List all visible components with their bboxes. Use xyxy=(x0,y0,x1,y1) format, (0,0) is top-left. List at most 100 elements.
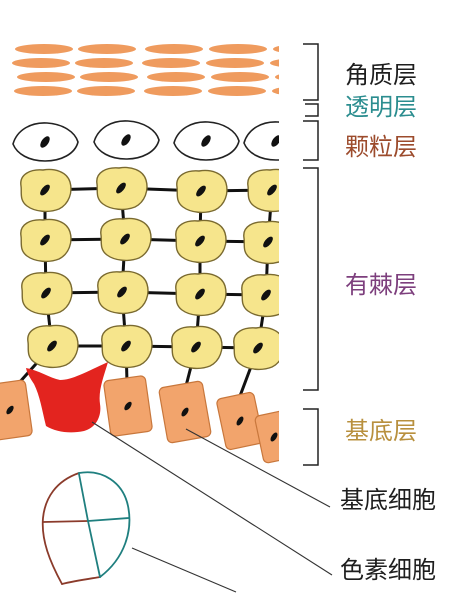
corneum-cell xyxy=(77,86,135,96)
corneum-cell xyxy=(75,58,133,68)
nucleus xyxy=(181,407,189,417)
callout-basal-cell: 基底细胞 xyxy=(340,486,436,514)
spinous-cell xyxy=(100,217,152,262)
corneum-cell xyxy=(206,58,264,68)
nucleus xyxy=(6,405,14,415)
basal-cell xyxy=(103,375,153,437)
corneum-cell xyxy=(273,45,279,53)
corneum-cell xyxy=(209,44,267,54)
nucleus xyxy=(261,289,271,301)
nucleus xyxy=(120,233,130,245)
granular-cell xyxy=(243,121,279,161)
head-outline-right xyxy=(78,471,131,578)
corneum-cell xyxy=(208,86,266,96)
pointer-basal-cell xyxy=(185,428,331,508)
basal-cell xyxy=(158,380,212,444)
pointer-pigment-cell xyxy=(91,421,333,576)
nucleus xyxy=(191,341,201,353)
nucleus xyxy=(271,135,279,147)
stratum-corneum-cells xyxy=(12,44,279,96)
spinous-cell xyxy=(175,272,227,317)
nucleus xyxy=(116,182,126,194)
corneum-cell xyxy=(147,72,205,82)
cell-illustration xyxy=(0,44,279,464)
corneum-cell xyxy=(14,86,72,96)
nucleus xyxy=(201,135,211,147)
basal-cell xyxy=(254,410,279,464)
label-stratum-granulosum: 颗粒层 xyxy=(345,133,417,161)
spinous-cell-body xyxy=(241,273,279,318)
corneum-cell xyxy=(211,72,269,82)
granular-cell xyxy=(173,121,240,161)
bracket-spinosum xyxy=(303,167,319,391)
spinous-cell xyxy=(171,325,223,370)
label-stratum-spinosum: 有棘层 xyxy=(345,271,417,299)
head-figure xyxy=(41,471,131,585)
corneum-cell xyxy=(275,74,279,80)
bracket-granulosum xyxy=(303,120,319,161)
spinous-cell xyxy=(20,218,72,263)
corneum-cell xyxy=(15,44,73,54)
head-divider-right xyxy=(87,517,130,522)
nucleus xyxy=(195,235,205,247)
layer-brackets xyxy=(303,43,319,466)
pointer-lines xyxy=(91,421,333,593)
head-outline-left xyxy=(41,472,80,585)
nucleus xyxy=(196,185,206,197)
spinous-cell xyxy=(27,324,79,369)
granular-cell-body xyxy=(243,121,279,161)
nucleus xyxy=(117,286,127,298)
granular-cell xyxy=(93,120,160,160)
nucleus xyxy=(195,288,205,300)
corneum-cell xyxy=(270,59,279,67)
spinous-cell xyxy=(243,220,279,265)
stratum-spinosum-cells xyxy=(16,166,279,397)
corneum-cell xyxy=(142,58,200,68)
head-divider-left xyxy=(42,520,89,523)
head-divider-vertical xyxy=(78,473,101,578)
spinous-cell xyxy=(21,271,73,316)
nucleus xyxy=(47,340,57,352)
nucleus xyxy=(40,136,50,148)
stratum-granulosum-cells xyxy=(12,120,279,162)
label-stratum-corneum: 角质层 xyxy=(345,61,417,89)
corneum-cell xyxy=(80,72,138,82)
bracket-lucidum xyxy=(305,103,319,117)
nucleus xyxy=(253,342,263,354)
pointer-head-figure xyxy=(131,547,237,593)
basal-cell-body xyxy=(0,379,33,441)
spinous-cell xyxy=(241,273,279,318)
corneum-cell xyxy=(78,44,136,54)
spinous-cell xyxy=(96,166,148,211)
spinous-cell xyxy=(101,324,153,369)
nucleus xyxy=(40,184,50,196)
nucleus xyxy=(121,340,131,352)
nucleus xyxy=(267,184,277,196)
corneum-cell xyxy=(272,87,279,95)
bracket-basale xyxy=(303,408,319,466)
nucleus xyxy=(270,432,278,442)
basal-cell xyxy=(0,379,33,441)
corneum-cell xyxy=(144,86,202,96)
spinous-cell xyxy=(175,219,227,264)
stratum-basale-cells xyxy=(0,362,279,464)
callout-pigment-cell: 色素细胞 xyxy=(340,556,436,584)
spinous-cell-body xyxy=(243,220,279,265)
nucleus xyxy=(41,287,51,299)
nucleus xyxy=(263,236,273,248)
label-stratum-lucidum: 透明层 xyxy=(345,93,417,121)
nucleus xyxy=(236,416,244,426)
spinous-cell xyxy=(176,169,228,214)
corneum-cell xyxy=(145,44,203,54)
nucleus xyxy=(124,401,132,411)
spinous-cell xyxy=(247,168,279,213)
head-outline-bottom xyxy=(61,576,101,585)
corneum-cell xyxy=(17,72,75,82)
granular-cell xyxy=(12,122,79,162)
corneum-cell xyxy=(12,58,70,68)
label-stratum-basale: 基底层 xyxy=(345,417,417,445)
bracket-corneum xyxy=(303,43,319,101)
spinous-cell xyxy=(20,168,72,213)
spinous-cell-body xyxy=(247,168,279,213)
